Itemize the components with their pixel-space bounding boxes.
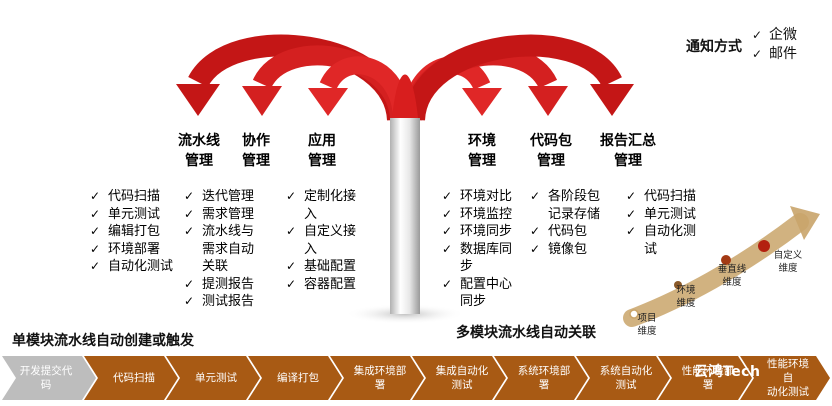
chevron-7	[494, 356, 588, 400]
module-item: 单元测试	[626, 206, 718, 224]
module-item: 环境同步	[442, 223, 532, 241]
roadmap-arrowhead	[790, 206, 820, 240]
pipeline-step-2: 代码扫描	[113, 372, 155, 384]
module-list-report: 代码扫描单元测试自动化测 试	[626, 188, 718, 258]
pipeline-step-10: 性能环境自 动化测试	[767, 358, 809, 398]
module-title-line: 管理	[185, 153, 213, 169]
roadmap-dot-2	[674, 281, 682, 289]
watermark: 云鸿Tech	[694, 364, 761, 380]
notification-option-email: 邮件	[752, 45, 797, 64]
chevron-8	[576, 356, 670, 400]
roadmap-curve	[623, 213, 809, 327]
module-list-pipeline: 代码扫描单元测试编辑打包环境部署自动化测试	[90, 188, 186, 276]
notification-title: 通知方式	[686, 39, 742, 55]
module-list-collab: 迭代管理需求管理流水线与 需求自动 关联提测报告测试报告	[184, 188, 280, 311]
pipeline-step-4: 编译打包	[277, 372, 319, 384]
module-item: 自定义接 入	[286, 223, 376, 258]
module-title-line: 管理	[468, 153, 496, 169]
module-item: 迭代管理	[184, 188, 280, 206]
module-item: 环境对比	[442, 188, 532, 206]
module-item: 编辑打包	[90, 223, 186, 241]
fan-stem	[390, 118, 420, 314]
module-item: 定制化接 入	[286, 188, 376, 223]
module-item: 单元测试	[90, 206, 186, 224]
module-title-line: 应用	[308, 133, 336, 149]
module-item: 代码包	[530, 223, 624, 241]
module-title-env: 环境 管理	[462, 131, 502, 171]
module-item: 测试报告	[184, 293, 280, 311]
arrowhead-3	[308, 88, 348, 116]
module-item: 数据库同 步	[442, 241, 532, 276]
module-title-line: 环境	[468, 133, 496, 149]
chevron-2	[84, 356, 178, 400]
chevron-10	[740, 356, 830, 400]
module-title-app: 应用 管理	[302, 131, 342, 171]
module-title-package: 代码包 管理	[526, 131, 576, 171]
notification-option-wecom: 企微	[752, 26, 797, 45]
module-list-app: 定制化接 入自定义接 入基础配置容器配置	[286, 188, 376, 293]
module-item: 提测报告	[184, 276, 280, 294]
module-item: 自动化测 试	[626, 223, 718, 258]
pipeline-step-8: 系统自动化 测试	[599, 365, 653, 391]
module-item: 各阶段包 记录存储	[530, 188, 624, 223]
module-title-report: 报告汇总 管理	[594, 131, 662, 171]
roadmap-label-project: 项目 维度	[637, 313, 657, 337]
module-title-line: 报告汇总	[600, 133, 656, 149]
module-list-package: 各阶段包 记录存储代码包镜像包	[530, 188, 624, 258]
module-list-env: 环境对比环境监控环境同步数据库同 步配置中心 同步	[442, 188, 532, 311]
roadmap-label-vertical: 垂直线 维度	[717, 264, 747, 288]
pipeline-step-9: 性能环境部 署	[681, 365, 735, 391]
module-item: 配置中心 同步	[442, 276, 532, 311]
pipeline-step-6: 集成自动化 测试	[435, 365, 489, 391]
module-title-line: 管理	[242, 153, 270, 169]
module-title-line: 管理	[537, 153, 565, 169]
roadmap-dot-3	[721, 255, 731, 265]
module-title-line: 协作	[242, 133, 270, 149]
pipeline-step-7: 系统环境部 署	[517, 365, 571, 391]
fan-arrowheads	[176, 84, 634, 116]
chevron-3	[166, 356, 260, 400]
arrowhead-1	[176, 84, 220, 116]
chevron-9	[658, 356, 752, 400]
roadmap-dot-4	[758, 240, 770, 252]
pipeline-step-3: 单元测试	[195, 372, 237, 384]
single-module-caption: 单模块流水线自动创建或触发	[12, 333, 194, 349]
multi-module-caption: 多模块流水线自动关联	[456, 325, 596, 341]
module-item: 容器配置	[286, 276, 376, 294]
fan-left-arcs	[188, 34, 411, 122]
pipeline-step-5: 集成环境部 署	[353, 365, 407, 391]
fan-right-arcs	[401, 34, 622, 122]
arrowhead-6	[590, 84, 634, 116]
chevron-4	[248, 356, 342, 400]
module-item: 代码扫描	[90, 188, 186, 206]
module-item: 环境监控	[442, 206, 532, 224]
roadmap-dot-1	[629, 309, 639, 319]
module-item: 代码扫描	[626, 188, 718, 206]
module-title-pipeline: 流水线 管理	[170, 131, 228, 171]
module-item: 自动化测试	[90, 258, 186, 276]
module-title-line: 流水线	[178, 133, 220, 149]
chevron-6	[412, 356, 506, 400]
pipeline-step-1: 开发提交代 码	[19, 365, 73, 391]
module-item: 镜像包	[530, 241, 624, 259]
module-title-line: 代码包	[530, 133, 572, 149]
module-item: 环境部署	[90, 241, 186, 259]
module-item: 流水线与 需求自动 关联	[184, 223, 280, 276]
arrowhead-5	[528, 86, 568, 116]
module-title-collab: 协作 管理	[236, 131, 276, 171]
roadmap-label-custom: 自定义 维度	[773, 250, 803, 274]
pipeline-chevrons	[2, 356, 830, 400]
chevron-5	[330, 356, 424, 400]
module-title-line: 管理	[308, 153, 336, 169]
chevron-1	[2, 356, 96, 400]
arrowhead-2	[242, 86, 282, 116]
fan-stem-top	[392, 74, 418, 118]
module-title-line: 管理	[614, 153, 642, 169]
module-item: 需求管理	[184, 206, 280, 224]
roadmap-label-env: 环境 维度	[676, 285, 696, 309]
arrowhead-4	[462, 88, 502, 116]
module-item: 基础配置	[286, 258, 376, 276]
notification-options: 企微 邮件	[752, 26, 797, 64]
